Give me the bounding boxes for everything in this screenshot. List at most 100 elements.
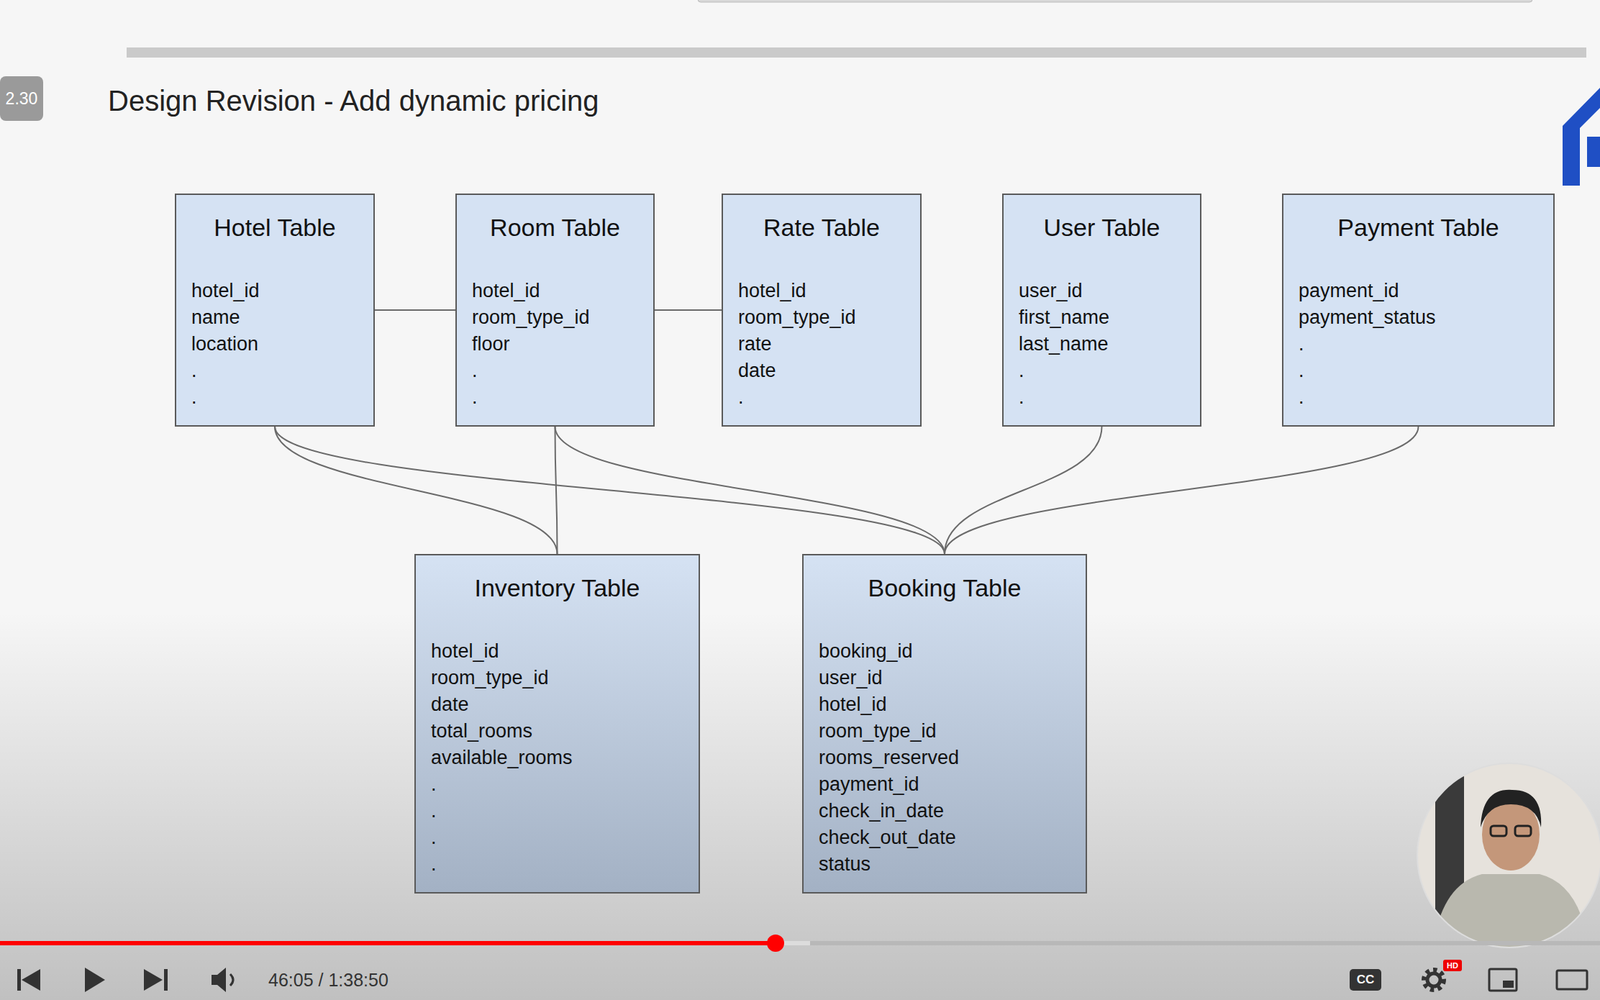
column-name: total_rooms: [430, 717, 692, 745]
column-name: room_type_id: [471, 304, 647, 331]
hd-text: HD: [1443, 959, 1462, 972]
column-name: .: [738, 384, 913, 411]
table-box: Hotel Table hotel_idnamelocation..: [174, 193, 375, 427]
cc-icon: [1349, 969, 1382, 991]
webcam-hair: [1480, 789, 1542, 828]
theater-icon: [1556, 970, 1588, 990]
video-fade: [0, 611, 1600, 1000]
column-name: hotel_id: [738, 277, 913, 305]
table-name: Inventory Table: [423, 572, 692, 603]
column-name: booking_id: [818, 638, 1079, 665]
relation-line: [274, 426, 558, 554]
slide-title: Design Revision - Add dynamic pricing: [107, 84, 600, 118]
column-name: date: [430, 691, 692, 718]
column-name: payment_id: [818, 771, 1079, 798]
table-name: User Table: [1010, 212, 1193, 243]
column-name: available_rooms: [430, 744, 692, 772]
relation-line: [944, 426, 1419, 554]
hd-badge: [1443, 959, 1462, 972]
settings-icon: [1424, 970, 1444, 990]
next-icon: [143, 969, 163, 991]
speed-badge: [0, 76, 44, 121]
column-name: hotel_id: [471, 277, 647, 305]
settings-icon: [1427, 973, 1441, 987]
column-name: .: [191, 357, 367, 385]
table-name: Payment Table: [1290, 212, 1547, 243]
column-name: .: [430, 771, 692, 798]
column-name: .: [1018, 357, 1193, 385]
column-name: first_name: [1018, 304, 1193, 331]
webcam-rim: [1417, 763, 1600, 948]
relation-line: [944, 426, 1103, 554]
column-name: payment_id: [1298, 277, 1547, 305]
progress-knob: [766, 934, 785, 952]
table-name: Room Table: [464, 212, 647, 243]
speed-badge-text: 2.30: [0, 76, 44, 121]
relation-line: [654, 309, 722, 311]
column-name: .: [471, 357, 647, 385]
column-name: rooms_reserved: [818, 744, 1079, 772]
webcam-glasses: [1515, 825, 1531, 836]
column-name: floor: [471, 330, 647, 358]
column-name: rate: [738, 330, 913, 358]
slide-bar: [126, 47, 1587, 58]
column-name: check_out_date: [818, 824, 1079, 852]
time-display: 46:05 / 1:38:50: [268, 969, 389, 991]
progress-buffer: [0, 941, 811, 946]
column-name: .: [191, 384, 367, 411]
column-name: user_id: [1018, 277, 1193, 305]
progress-played: [0, 941, 776, 946]
column-name: check_in_date: [818, 797, 1079, 825]
column-name: room_type_id: [818, 717, 1079, 745]
column-name: hotel_id: [191, 277, 367, 305]
controls: [17, 959, 1588, 993]
relation-line: [555, 426, 558, 554]
table-box: Booking Tablebooking_iduser_idhotel_idro…: [802, 553, 1088, 894]
table-name: Rate Table: [730, 212, 913, 243]
column-name: .: [430, 797, 692, 825]
column-name: hotel_id: [818, 691, 1079, 718]
column-name: .: [1298, 330, 1547, 358]
prev-icon: [17, 969, 21, 991]
table-box: Rate Table hotel_idroom_type_idratedate.: [721, 193, 922, 427]
relation-line: [555, 426, 946, 554]
column-name: .: [430, 824, 692, 852]
volume-icon: [230, 974, 234, 986]
webcam-glasses: [1490, 825, 1507, 836]
column-name: room_type_id: [430, 664, 692, 692]
progress-track: [0, 941, 1600, 946]
column-name: .: [1298, 384, 1547, 411]
cc-text: CC: [1349, 969, 1382, 991]
column-name: room_type_id: [738, 304, 913, 331]
table-box: Room Table hotel_idroom_type_idfloor..: [455, 193, 655, 427]
column-name: .: [471, 384, 647, 411]
table-box: User Tableuser_idfirst_namelast_name..: [1002, 193, 1202, 427]
webcam: [1410, 755, 1600, 957]
table-box: Inventory Table hotel_idroom_type_iddatet…: [414, 553, 700, 894]
volume-icon: [211, 967, 226, 993]
next-icon: [164, 969, 168, 991]
table-name: Booking Table: [810, 572, 1079, 603]
column-name: .: [1298, 357, 1547, 385]
miniplayer-icon: [1502, 980, 1514, 988]
column-name: location: [191, 330, 367, 358]
column-name: .: [430, 851, 692, 878]
column-name: payment_status: [1298, 304, 1547, 331]
column-name: user_id: [818, 664, 1079, 692]
logo: [1562, 87, 1600, 186]
miniplayer-icon: [1489, 969, 1517, 991]
table-name: Hotel Table: [183, 212, 367, 243]
table-box: Payment Table payment_idpayment_status...: [1282, 193, 1555, 427]
column-name: date: [738, 357, 913, 385]
column-name: name: [191, 304, 367, 331]
relation-line: [274, 426, 945, 554]
column-name: hotel_id: [430, 638, 692, 665]
column-name: last_name: [1018, 330, 1193, 358]
prev-icon: [21, 969, 41, 991]
webcam-ground: [1410, 755, 1600, 957]
play-icon: [84, 967, 106, 993]
top-panel-edge: [697, 0, 1533, 3]
